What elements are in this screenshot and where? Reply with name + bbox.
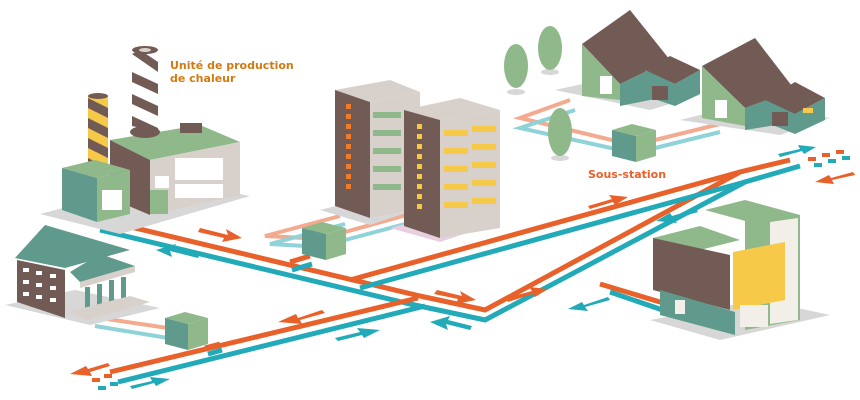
window <box>155 176 169 188</box>
tree <box>538 26 562 70</box>
return-arrow <box>130 377 170 389</box>
return-pipe-branch-public <box>207 347 223 357</box>
roof <box>110 125 240 160</box>
supply-pipe-branch-apartments <box>289 253 311 265</box>
pediment <box>80 266 135 288</box>
substation-box <box>165 312 208 350</box>
production-unit-label: Unité de production de chaleur <box>170 59 294 85</box>
office-building <box>650 200 830 340</box>
windows <box>155 158 223 198</box>
supply-dash <box>822 153 830 157</box>
substation-label: Sous-station <box>588 168 667 181</box>
supply-pipe-main <box>109 157 791 313</box>
tree <box>548 108 572 156</box>
supply-pipe-branch-public <box>204 341 221 351</box>
return-arrow <box>335 328 380 341</box>
columned-public-building <box>5 225 160 325</box>
return-pipe-branch-north <box>359 179 746 291</box>
roof-box <box>180 123 202 133</box>
annex-roof <box>62 160 130 178</box>
return-pipe-branch-southwest <box>117 303 426 385</box>
return-arrow <box>656 209 698 223</box>
heat-production-plant <box>40 46 250 234</box>
window <box>175 184 223 198</box>
supply-arrow <box>278 310 325 324</box>
balconies <box>373 112 401 190</box>
supply-arrow <box>434 290 476 304</box>
office-door <box>675 300 685 314</box>
return-arrow <box>568 297 610 311</box>
secondary-supply-apartments-right <box>344 212 411 234</box>
garage-door <box>772 112 788 126</box>
balconies <box>444 126 496 208</box>
chimney-base <box>130 126 160 138</box>
chimney-stripes <box>132 50 158 132</box>
return-dash <box>110 382 118 386</box>
supply-arrow <box>506 287 548 302</box>
supply-arrow <box>815 172 855 184</box>
front-door <box>715 100 727 118</box>
house-left <box>555 10 700 110</box>
windows <box>23 268 56 302</box>
flow-arrows <box>70 145 855 389</box>
return-dash <box>828 159 836 163</box>
garage-roof <box>645 56 700 84</box>
trees <box>504 26 572 161</box>
window <box>803 108 813 113</box>
tree <box>504 44 528 88</box>
supply-dash <box>836 150 844 154</box>
windows <box>346 104 351 189</box>
return-dash <box>814 163 822 167</box>
columns <box>85 277 126 309</box>
substation-box <box>612 124 656 162</box>
substation-box <box>302 222 346 260</box>
chimney-opening <box>139 48 151 52</box>
return-arrow <box>778 145 816 157</box>
portico-roof <box>70 254 135 282</box>
steps <box>68 296 150 320</box>
return-dash <box>842 156 850 160</box>
secondary-return-houses-right <box>654 130 721 150</box>
office-window <box>740 305 768 327</box>
supply-pipe-branch-southwest <box>109 295 419 375</box>
front-door <box>600 76 612 94</box>
house-right <box>680 38 830 135</box>
garage-door <box>652 86 668 100</box>
return-arrow <box>156 244 200 258</box>
supply-dash <box>104 374 112 378</box>
secondary-return-public <box>94 324 169 340</box>
secondary-supply-houses <box>513 98 621 144</box>
supply-arrow <box>70 363 110 376</box>
door <box>150 190 168 214</box>
window <box>102 190 122 210</box>
windows <box>417 124 422 209</box>
supply-arrow <box>588 195 628 209</box>
pipe-network <box>99 157 801 385</box>
window <box>175 158 223 180</box>
annex-wall-left <box>62 168 97 222</box>
pipe-end-dashes <box>92 150 850 390</box>
return-pipe-branch-apartments <box>291 261 313 273</box>
secondary-supply-houses-right <box>654 122 721 142</box>
chimney-top <box>88 93 108 99</box>
supply-pipe-branch-north <box>349 169 741 283</box>
return-dash <box>98 386 106 390</box>
supply-dash <box>92 378 100 382</box>
return-pipe-main <box>99 163 801 323</box>
supply-arrow <box>198 228 242 242</box>
apartment-block-yellow <box>390 98 500 242</box>
return-arrow <box>430 316 472 330</box>
supply-dash <box>808 157 816 161</box>
